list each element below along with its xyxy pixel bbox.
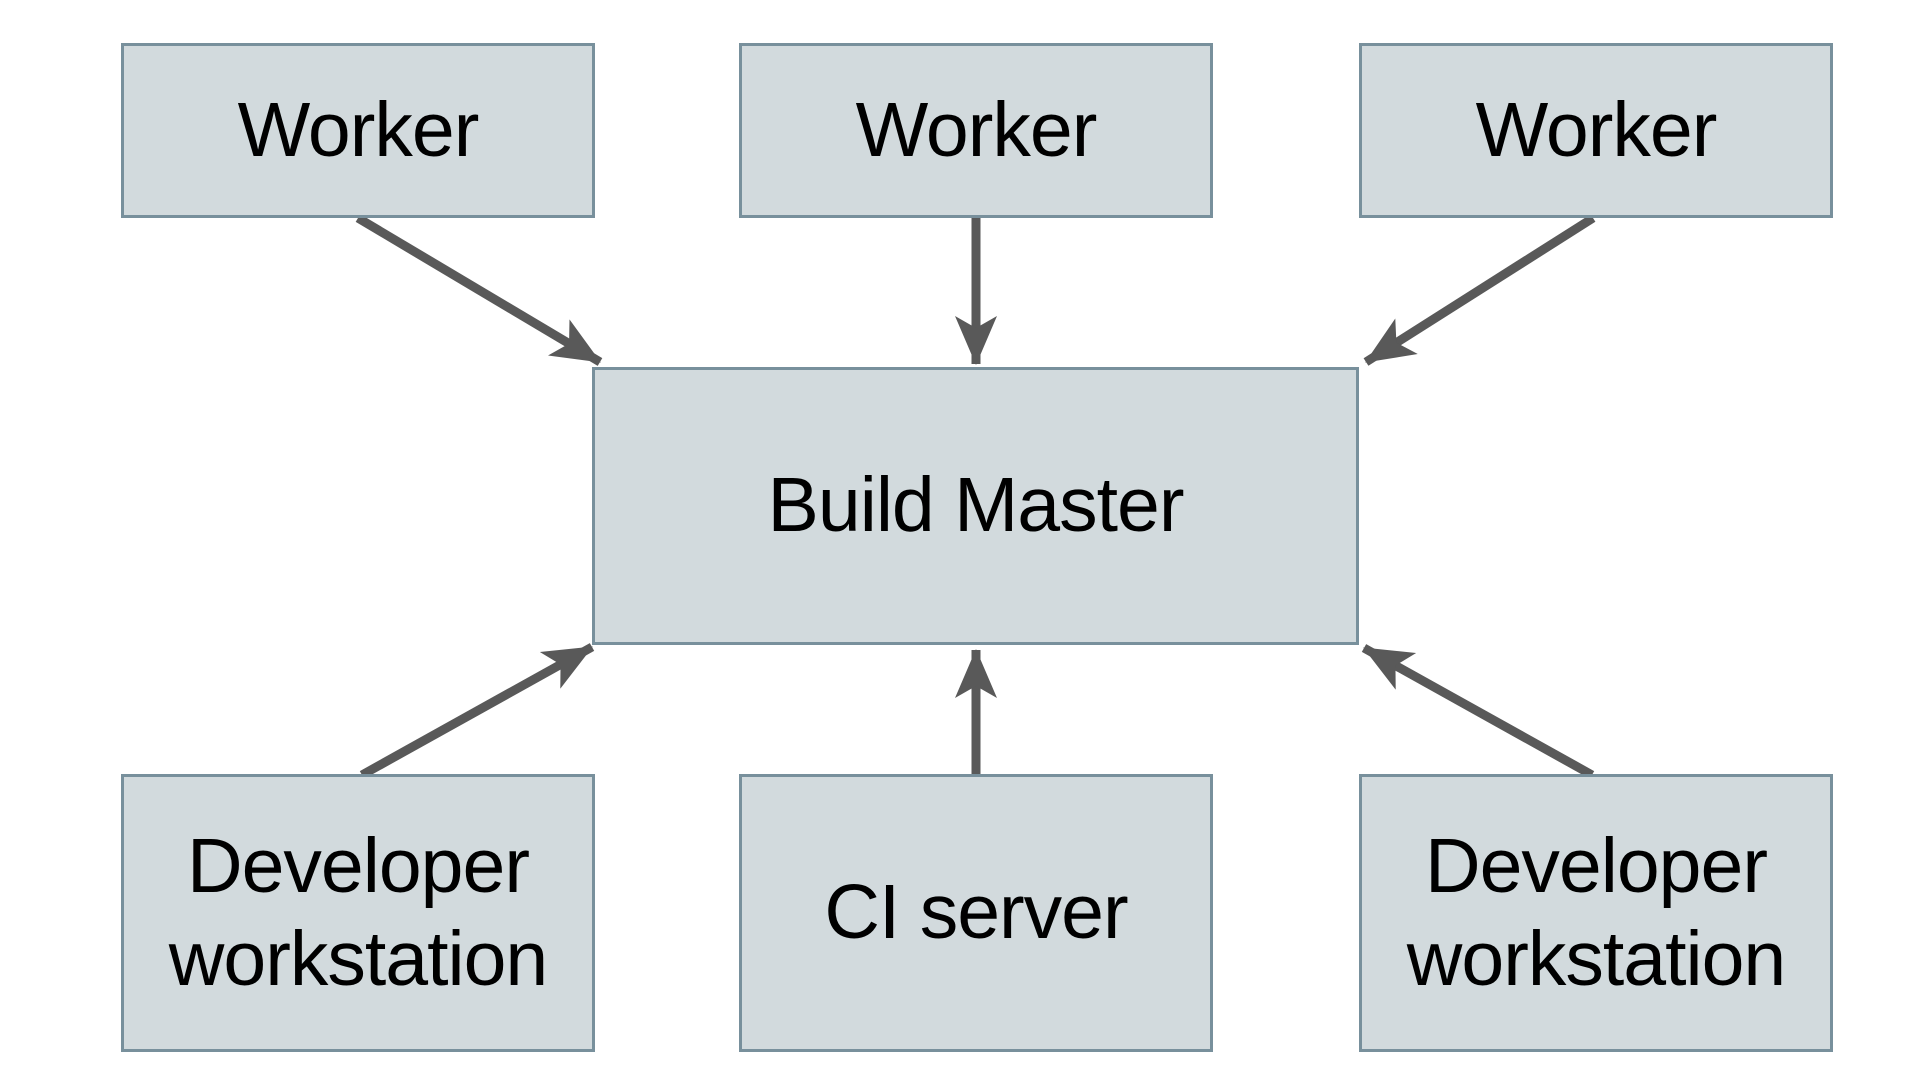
diagram-node-developer-workstation-1: Developer workstation <box>121 774 595 1052</box>
diagram-node-build-master: Build Master <box>592 367 1359 645</box>
node-label-developer-workstation-1: Developer workstation <box>168 822 548 1002</box>
arrow-developer-workstation-2-to-build-master <box>1361 644 1595 779</box>
diagram-node-worker-3: Worker <box>1359 43 1833 218</box>
node-label-developer-workstation-2: Developer workstation <box>1406 822 1786 1002</box>
arrow-worker-1-to-build-master <box>355 214 603 366</box>
node-label-worker-2: Worker <box>855 86 1098 173</box>
node-label-worker-3: Worker <box>1475 86 1718 173</box>
node-label-build-master: Build Master <box>767 462 1185 549</box>
diagram-node-developer-workstation-2: Developer workstation <box>1359 774 1833 1052</box>
arrow-developer-workstation-1-to-build-master <box>359 643 595 779</box>
diagram-node-ci-server: CI server <box>739 774 1213 1052</box>
arrow-worker-3-to-build-master <box>1363 214 1596 366</box>
node-label-ci-server: CI server <box>824 869 1128 956</box>
node-label-worker-1: Worker <box>237 86 480 173</box>
diagram-node-worker-2: Worker <box>739 43 1213 218</box>
diagram-node-worker-1: Worker <box>121 43 595 218</box>
